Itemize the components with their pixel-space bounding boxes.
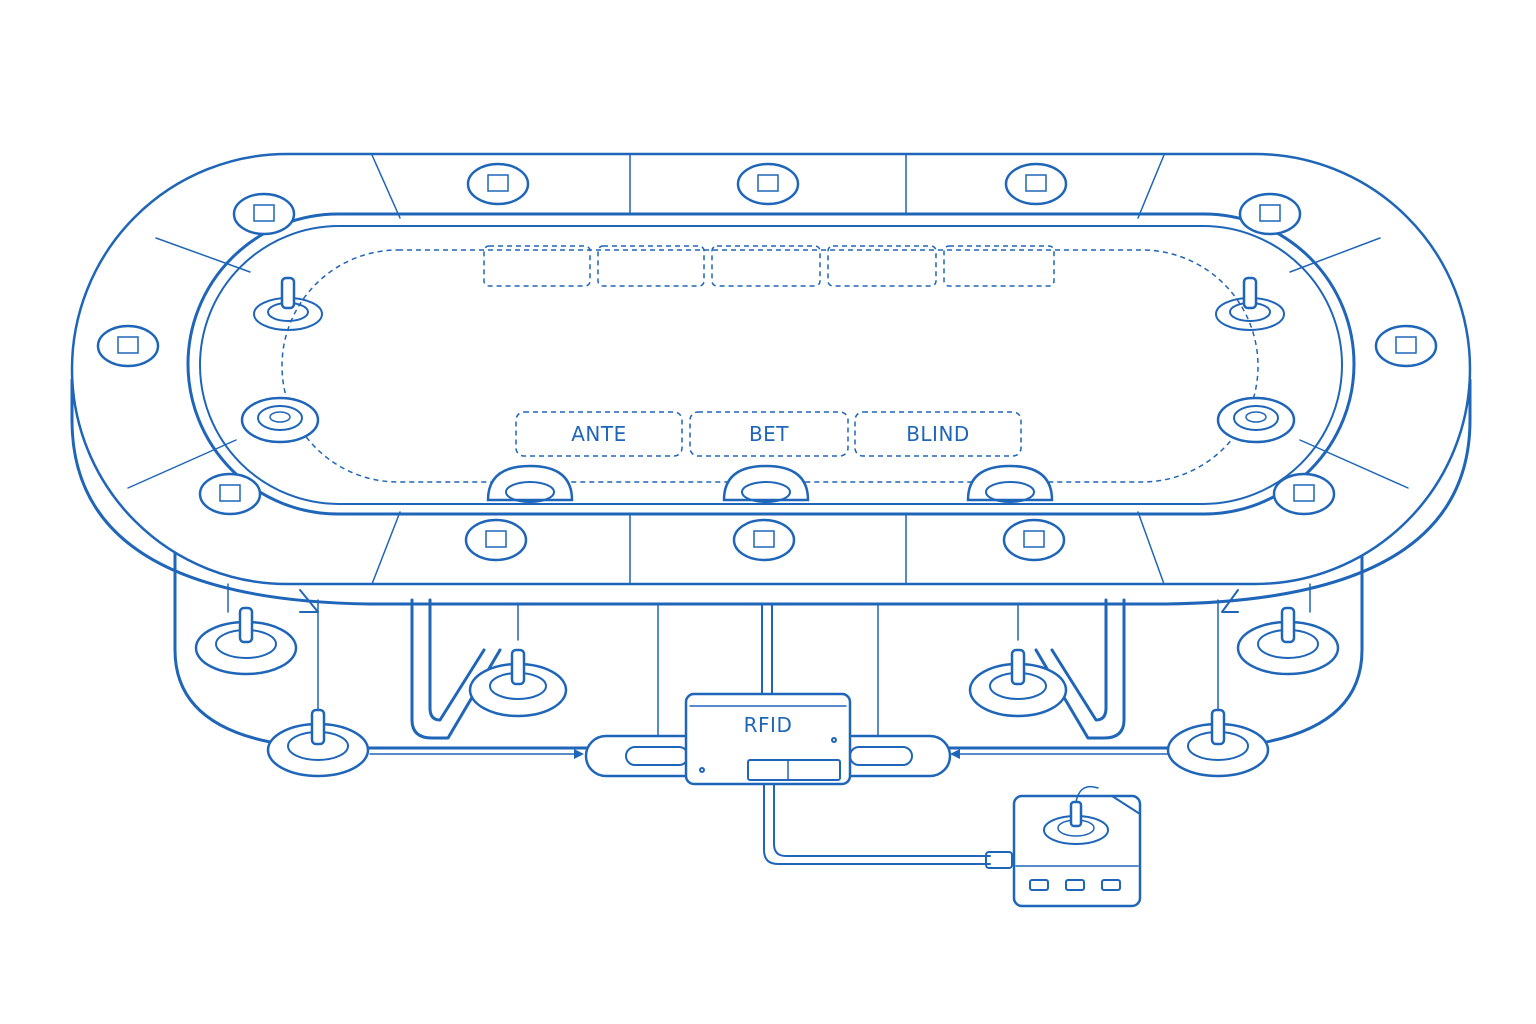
chip-reader-icon — [1374, 324, 1438, 368]
table-rail — [70, 152, 1472, 606]
joystick-sensor-icon — [253, 276, 323, 331]
rail-chip-readers — [96, 162, 1438, 562]
table-legs — [410, 598, 1126, 740]
chip-reader-icon — [1002, 518, 1066, 562]
card-slot-4 — [827, 245, 937, 287]
rfid-controller: RFID — [584, 692, 952, 786]
card-slot-3 — [711, 245, 821, 287]
chip-reader-icon — [736, 162, 800, 206]
card-slot-1 — [483, 245, 591, 287]
betting-area-blind: BLIND — [854, 411, 1022, 457]
betting-label-bet: BET — [749, 422, 789, 446]
under-table-sensors — [194, 606, 1340, 778]
chip-reader-icon — [198, 472, 262, 516]
betting-area-ante: ANTE — [515, 411, 683, 457]
betting-area-bet: BET — [689, 411, 849, 457]
card-slot-5 — [943, 245, 1055, 287]
joystick-sensor-icon — [1236, 606, 1340, 676]
joystick-sensor-icon — [1166, 708, 1270, 778]
chip-reader-icon — [1272, 472, 1336, 516]
chip-reader-icon — [464, 518, 528, 562]
chip-reader-icon — [966, 464, 1054, 503]
joystick-sensor-icon — [194, 606, 298, 676]
chip-reader-icon — [722, 464, 810, 503]
card-slot-2 — [597, 245, 705, 287]
betting-label-ante: ANTE — [571, 422, 627, 446]
surface-sensors — [240, 276, 1296, 503]
chip-reader-icon — [1004, 162, 1068, 206]
chip-reader-icon — [1216, 396, 1296, 444]
rfid-label: RFID — [744, 713, 793, 737]
control-box-icon — [985, 785, 1142, 908]
chip-reader-icon — [466, 162, 530, 206]
chip-reader-icon — [732, 518, 796, 562]
betting-label-blind: BLIND — [906, 422, 970, 446]
joystick-sensor-icon — [968, 648, 1068, 718]
chip-reader-icon — [96, 324, 160, 368]
chip-reader-icon — [232, 192, 296, 236]
joystick-sensor-icon — [468, 648, 568, 718]
under-table-wiring — [227, 583, 1311, 865]
chip-reader-icon — [240, 396, 320, 444]
joystick-sensor-icon — [266, 708, 370, 778]
chip-reader-icon — [1238, 192, 1302, 236]
joystick-sensor-icon — [1215, 276, 1285, 331]
chip-reader-icon — [486, 464, 574, 503]
